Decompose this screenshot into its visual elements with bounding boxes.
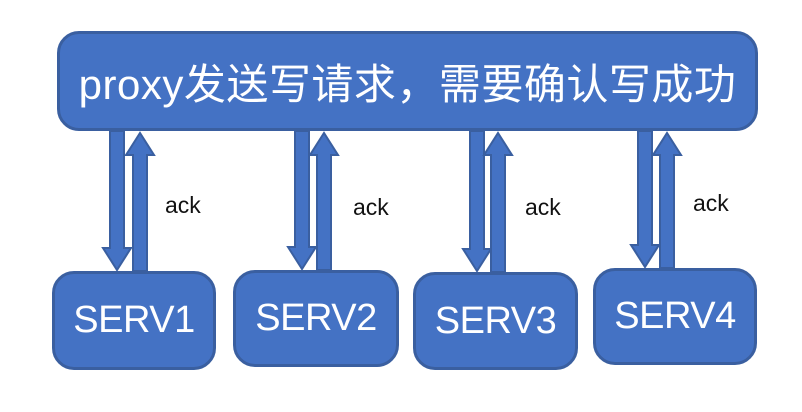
ack-arrow-up-2 — [308, 131, 340, 271]
ack-label-1: ack — [165, 192, 201, 218]
ack-arrow-up-4 — [651, 131, 683, 269]
write-arrow-down-3 — [461, 130, 493, 273]
write-arrow-down-1 — [101, 130, 133, 272]
ack-label-4: ack — [693, 190, 729, 216]
ack-arrow-up-3 — [482, 131, 514, 273]
server-box-serv1: SERV1 — [52, 271, 216, 370]
server-box-serv3: SERV3 — [413, 272, 578, 370]
server-box-serv4: SERV4 — [593, 268, 757, 365]
ack-label-2: ack — [353, 194, 389, 220]
ack-arrow-up-1 — [124, 131, 156, 272]
server-label: SERV4 — [614, 295, 736, 337]
ack-label-3: ack — [525, 194, 561, 220]
proxy-box: proxy发送写请求，需要确认写成功 — [57, 31, 758, 131]
server-box-serv2: SERV2 — [233, 270, 399, 367]
write-arrow-down-2 — [286, 130, 318, 271]
server-label: SERV2 — [255, 297, 377, 339]
server-label: SERV3 — [434, 299, 557, 342]
write-arrow-down-4 — [629, 130, 661, 269]
proxy-box-label: proxy发送写请求，需要确认写成功 — [78, 60, 737, 108]
server-label: SERV1 — [73, 299, 195, 341]
